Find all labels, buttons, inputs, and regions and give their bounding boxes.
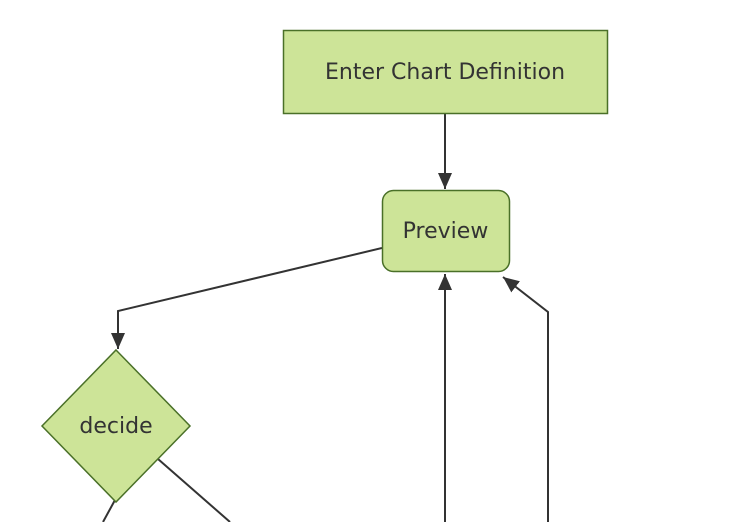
edge-decide-to-offscreen-bottom-right [157,458,231,522]
enter-chart-definition-node [282,29,609,115]
edge-offscreen-to-preview-corner [502,276,549,522]
preview-node [381,189,511,273]
decide-node [40,348,192,504]
edge-preview-to-decide [111,247,383,349]
edge-decide-to-offscreen-bottom [102,499,116,522]
